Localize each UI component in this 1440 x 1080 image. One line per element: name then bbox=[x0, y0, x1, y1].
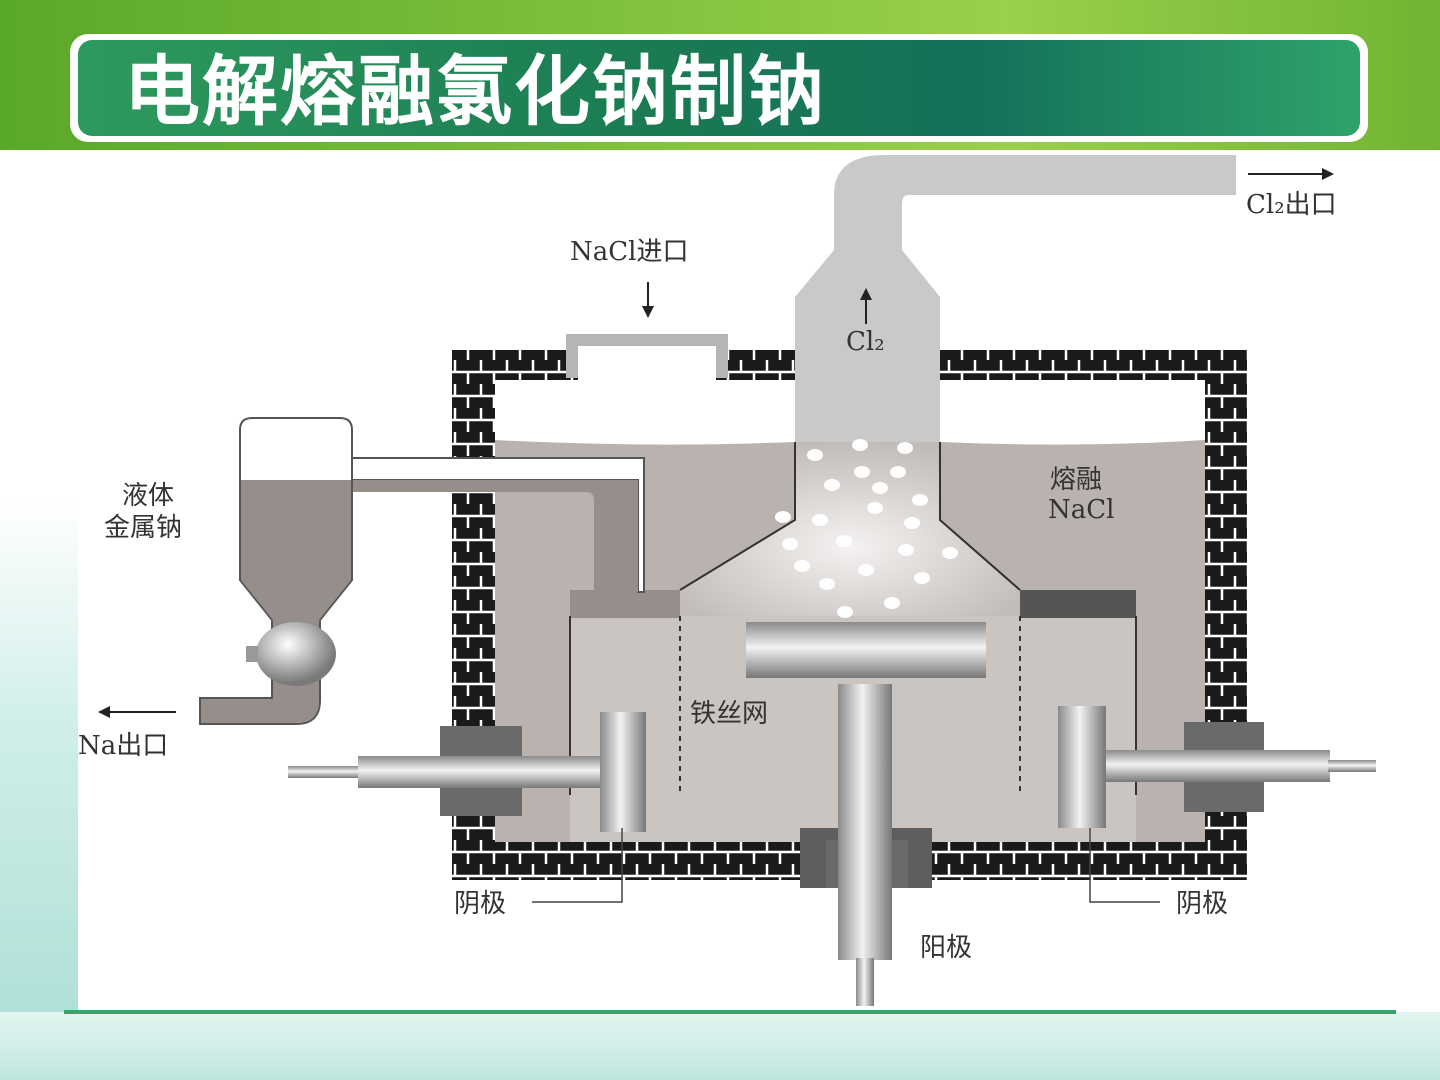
label-anode: 阳极 bbox=[920, 933, 972, 963]
chlorine-hood bbox=[795, 155, 1236, 442]
cathode-left bbox=[288, 712, 646, 832]
hood-outline bbox=[679, 442, 1021, 591]
arrows bbox=[98, 168, 1334, 718]
label-nacl-inlet: NaCl进口 bbox=[570, 237, 688, 267]
label-liquid-sodium-line1: 液体 bbox=[122, 481, 174, 511]
label-liquid-sodium-line2: 金属钠 bbox=[104, 513, 182, 543]
label-molten-nacl-line2: NaCl bbox=[1048, 495, 1114, 525]
anode bbox=[746, 622, 986, 1006]
page-title: 电解熔融氯化钠制钠 bbox=[124, 47, 826, 136]
nacl-inlet-lid bbox=[566, 334, 728, 380]
background-bottom bbox=[0, 1012, 1440, 1080]
label-iron-mesh: 铁丝网 bbox=[690, 699, 768, 729]
collector-ring-right bbox=[1020, 590, 1136, 618]
label-molten-nacl-line1: 熔融 bbox=[1050, 465, 1102, 495]
label-na-outlet: Na出口 bbox=[78, 731, 168, 761]
bottom-divider bbox=[64, 1010, 1396, 1014]
leader-lines bbox=[532, 828, 1160, 903]
label-cl2-outlet: Cl₂出口 bbox=[1246, 190, 1337, 220]
sodium-collector-left bbox=[570, 590, 680, 618]
valve-stem bbox=[246, 646, 258, 662]
label-cathode-left: 阴极 bbox=[454, 889, 506, 919]
background-left bbox=[0, 500, 80, 1080]
label-cl2: Cl₂ bbox=[846, 327, 885, 357]
hood-cone bbox=[680, 442, 1020, 616]
valve-ball bbox=[256, 622, 336, 686]
title-bar bbox=[78, 40, 1360, 136]
label-cathode-right: 阴极 bbox=[1176, 889, 1228, 919]
cathode-right bbox=[1058, 706, 1376, 828]
chlorine-bubbles bbox=[775, 439, 958, 618]
sodium-pipe-inner bbox=[352, 480, 638, 592]
sodium-receiver-liquid bbox=[201, 480, 351, 723]
